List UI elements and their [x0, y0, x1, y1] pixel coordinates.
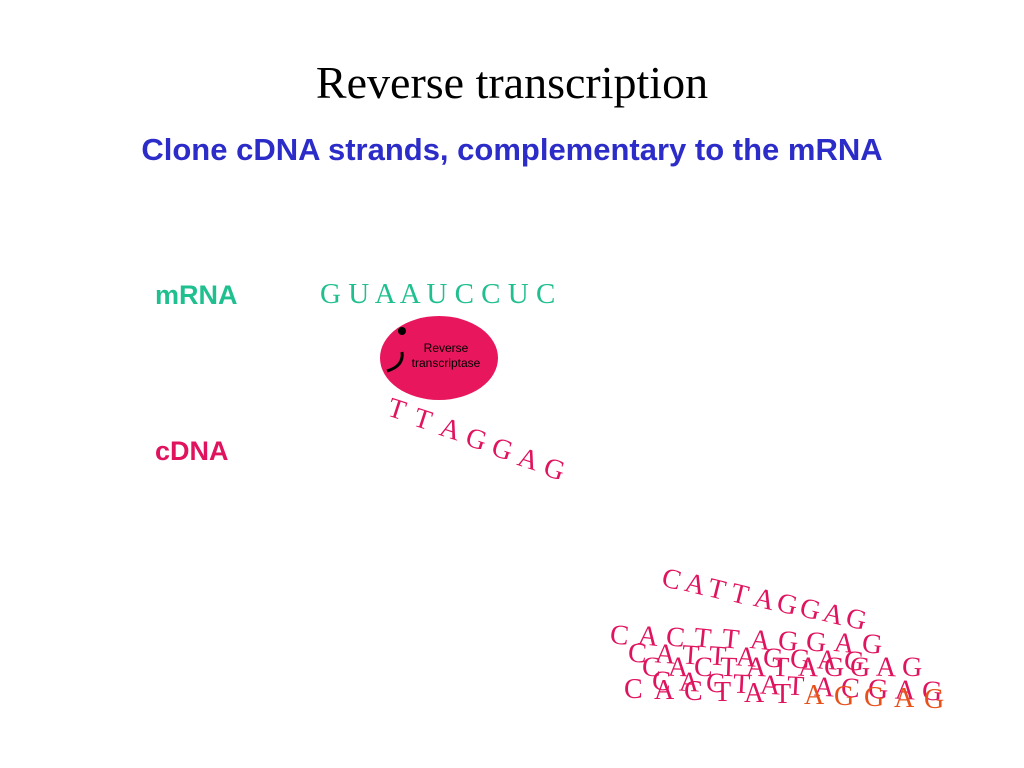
cdna-copy-letter: G	[864, 682, 885, 713]
cdna-copy-letter: A	[804, 680, 825, 711]
cdna-copy-letter: C	[684, 676, 703, 707]
cdna-copy-letter: G	[834, 681, 855, 712]
cdna-copy-letter: A	[894, 683, 915, 714]
slide-title: Reverse transcription	[315, 57, 709, 108]
cdna-label: cDNA	[155, 436, 229, 466]
enzyme-label: Reverse transcriptase	[396, 341, 496, 371]
cdna-copy-letter: A	[654, 675, 675, 706]
cdna-copy-letter: G	[924, 684, 945, 715]
mrna-label: mRNA	[155, 280, 238, 310]
mrna-sequence: G U A A U C C U C	[320, 278, 556, 310]
slide-subtitle: Clone cDNA strands, complementary to the…	[141, 132, 883, 167]
cdna-copy-letter: A	[744, 678, 765, 709]
cdna-copy-letter: T	[714, 677, 732, 708]
cdna-copy-letter: C	[624, 674, 643, 705]
enzyme-label-line1: Reverse	[423, 341, 469, 355]
cdna-copy-letter: T	[774, 679, 792, 710]
cdna-copy-letter: C	[608, 619, 631, 652]
enzyme-label-line2: transcriptase	[411, 356, 481, 370]
